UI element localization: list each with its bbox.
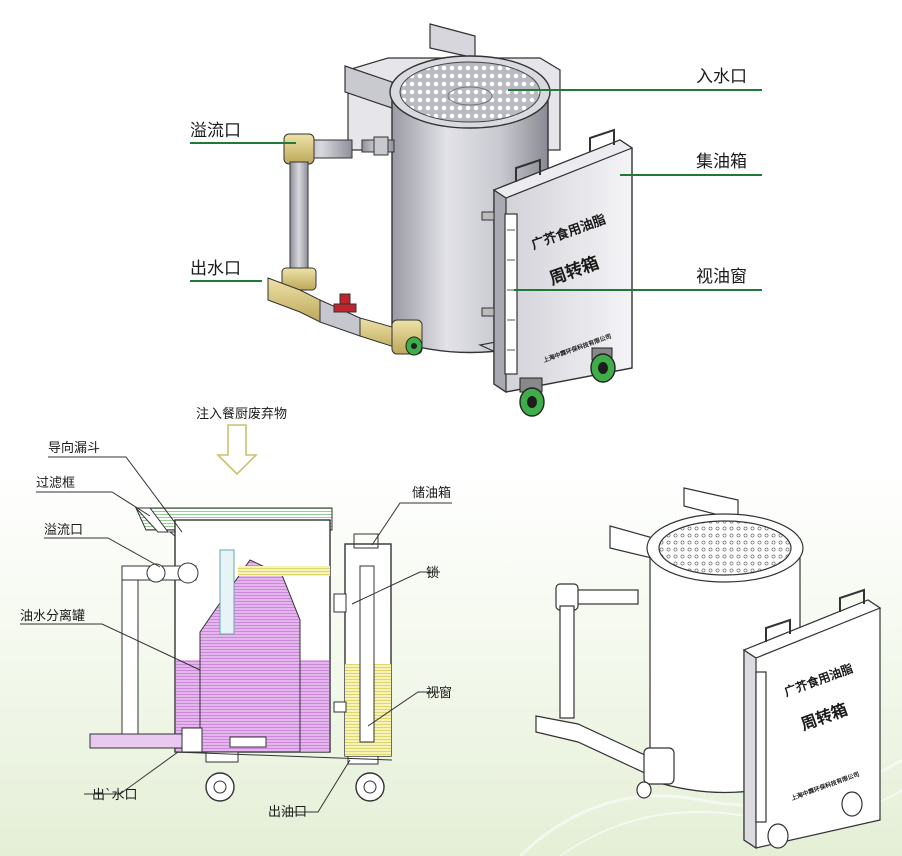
label-overflow-bottom: 溢流口: [44, 523, 83, 538]
label-window: 视窗: [426, 685, 452, 701]
section-leader-lines: [20, 456, 452, 813]
label-oil-outlet: 出油口: [268, 805, 307, 820]
label-oil-box: 储油箱: [412, 485, 451, 501]
label-outlet-bottom: 出`水口: [92, 788, 138, 803]
feed-arrow-icon: [216, 424, 258, 476]
cross-section-diagram: 注入餐厨废弃物: [89, 406, 393, 802]
label-lock: 锁: [426, 565, 439, 581]
label-tank: 油水分离罐: [20, 608, 85, 624]
top-product-illustration: 广芥食用油脂 周转箱 上海中霖环保科技有限公司: [267, 23, 634, 417]
line-drawing-illustration: [535, 487, 882, 850]
top-leader-lines: [190, 89, 762, 291]
label-outlet-top: 出水口: [190, 259, 241, 279]
label-inlet: 入水口: [696, 67, 747, 87]
label-feed: 注入餐厨废弃物: [196, 406, 287, 422]
label-filter: 过滤框: [36, 476, 75, 491]
label-funnel: 导向漏斗: [48, 440, 100, 456]
label-sight-window: 视油窗: [696, 267, 747, 287]
label-collector: 集油箱: [696, 152, 747, 172]
label-overflow-top: 溢流口: [190, 121, 241, 141]
